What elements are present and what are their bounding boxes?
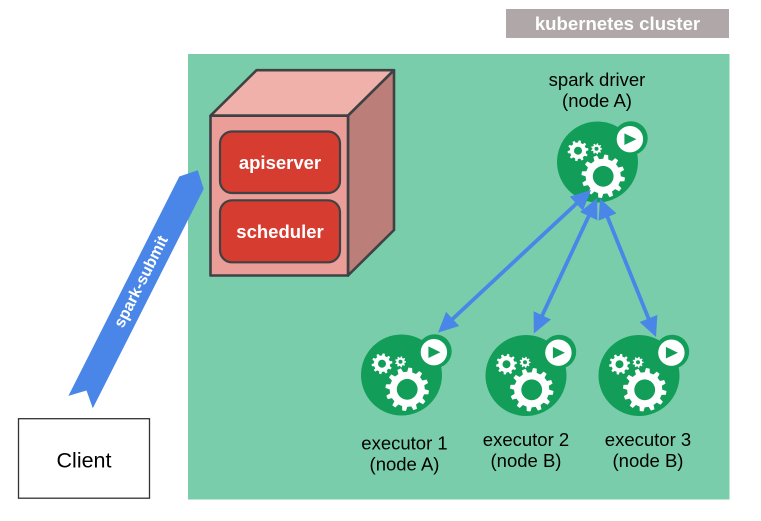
svg-text:Client: Client	[57, 448, 112, 472]
svg-text:executor 3: executor 3	[605, 429, 691, 450]
svg-text:kubernetes cluster: kubernetes cluster	[535, 13, 700, 34]
svg-text:(node B): (node B)	[613, 450, 684, 471]
svg-text:scheduler: scheduler	[236, 221, 323, 242]
svg-text:executor 1: executor 1	[361, 433, 447, 454]
svg-text:(node A): (node A)	[370, 454, 440, 475]
svg-text:apiserver: apiserver	[239, 152, 321, 173]
svg-text:executor 2: executor 2	[483, 429, 569, 450]
svg-text:spark driver: spark driver	[549, 69, 646, 90]
svg-text:(node B): (node B)	[491, 450, 562, 471]
svg-text:(node A): (node A)	[562, 90, 632, 111]
